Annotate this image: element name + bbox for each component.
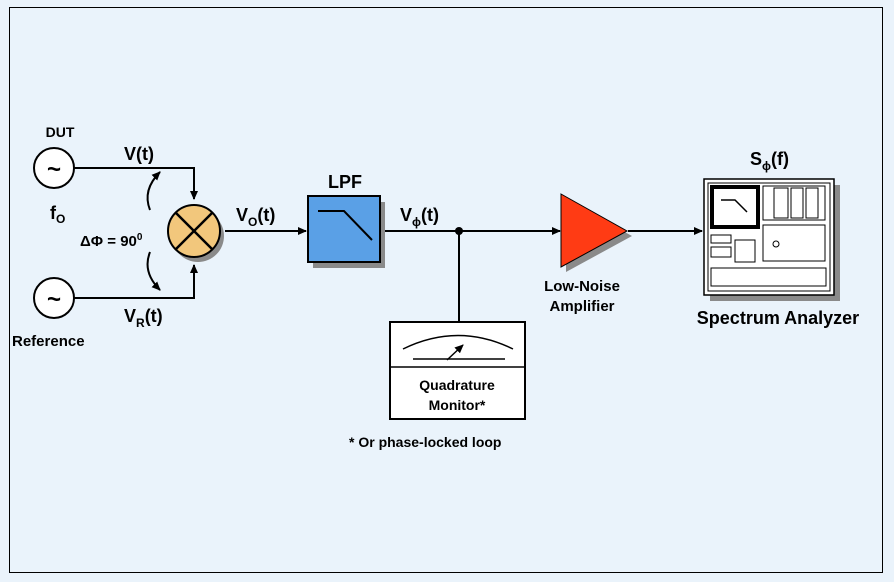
low-noise-amplifier bbox=[560, 193, 632, 272]
fo-label: f bbox=[50, 203, 57, 223]
vphi-label: V bbox=[400, 205, 412, 225]
reference-tilde: ~ bbox=[47, 286, 61, 313]
lpf-label: LPF bbox=[328, 172, 362, 192]
fo-subscript: O bbox=[56, 212, 65, 226]
dut-oscillator: ~ bbox=[33, 147, 75, 189]
quadrature-label-line2: Monitor* bbox=[429, 397, 486, 413]
reference-label: Reference bbox=[12, 333, 85, 350]
footnote: * Or phase-locked loop bbox=[349, 434, 501, 450]
svg-text:VO(t): VO(t) bbox=[236, 205, 275, 229]
spectrum-analyzer-label: Spectrum Analyzer bbox=[697, 308, 859, 328]
vo-subscript: O bbox=[248, 215, 257, 229]
quadrature-label-line1: Quadrature bbox=[419, 377, 495, 393]
svg-text:Sϕ(f): Sϕ(f) bbox=[750, 149, 789, 173]
vr-tail: (t) bbox=[145, 306, 163, 326]
delta-phi-superscript: 0 bbox=[137, 232, 143, 243]
phase-arc bbox=[146, 171, 161, 291]
reference-oscillator: ~ bbox=[33, 277, 75, 319]
meter-needle-icon bbox=[446, 344, 464, 361]
vr-label: V bbox=[124, 306, 136, 326]
spectrum-analyzer bbox=[703, 178, 840, 301]
svg-text:ΔΦ = 900: ΔΦ = 900 bbox=[80, 232, 143, 250]
signal-wires bbox=[72, 167, 703, 322]
vo-tail: (t) bbox=[257, 205, 275, 225]
meter-scale-icon bbox=[402, 334, 514, 350]
wire-reference-to-mixer bbox=[72, 264, 198, 299]
svg-text:Vϕ(t): Vϕ(t) bbox=[400, 205, 439, 229]
analyzer-screen bbox=[710, 185, 760, 229]
svg-text:VR(t): VR(t) bbox=[124, 306, 163, 330]
vphi-subscript: ϕ bbox=[412, 215, 421, 229]
analyzer-trace-icon bbox=[721, 199, 748, 213]
lna-label-line1: Low-Noise bbox=[544, 278, 620, 295]
low-pass-filter bbox=[307, 195, 385, 268]
vo-label: V bbox=[236, 205, 248, 225]
diagram-frame bbox=[9, 7, 883, 573]
vt-label: V(t) bbox=[124, 144, 154, 164]
spectrum-label: S bbox=[750, 149, 762, 169]
junction-dot bbox=[455, 227, 463, 235]
mixer bbox=[167, 204, 224, 262]
lpf-response-icon bbox=[318, 210, 373, 241]
quadrature-monitor bbox=[389, 321, 526, 420]
dut-tilde: ~ bbox=[47, 156, 61, 183]
svg-text:fO: fO bbox=[50, 203, 65, 226]
dut-label: DUT bbox=[46, 124, 75, 140]
lna-label-line2: Amplifier bbox=[549, 298, 614, 315]
spectrum-subscript: ϕ bbox=[762, 159, 771, 173]
vr-subscript: R bbox=[136, 316, 145, 330]
vphi-tail: (t) bbox=[421, 205, 439, 225]
wire-dut-to-mixer bbox=[72, 167, 198, 200]
spectrum-tail: (f) bbox=[771, 149, 789, 169]
delta-phi-label: ΔΦ = 90 bbox=[80, 233, 137, 250]
